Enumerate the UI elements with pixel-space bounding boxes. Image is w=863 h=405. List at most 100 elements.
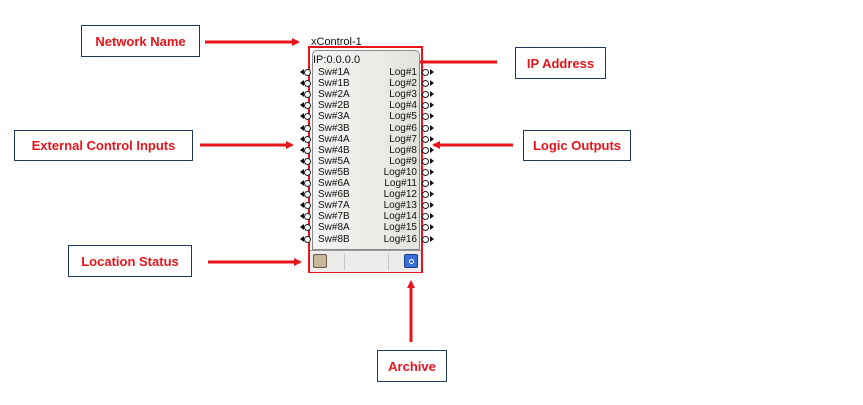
output-pin-icon[interactable] bbox=[422, 124, 429, 132]
output-pin-label: Log#2 bbox=[389, 78, 417, 90]
output-pin-row[interactable]: Log#13 bbox=[374, 200, 434, 211]
output-pin-row[interactable]: Log#16 bbox=[374, 234, 434, 245]
output-pin-icon[interactable] bbox=[422, 168, 429, 176]
output-pin-label: Log#4 bbox=[389, 100, 417, 112]
output-pin-label: Log#13 bbox=[383, 200, 417, 212]
output-pin-icon[interactable] bbox=[422, 69, 429, 76]
output-pin-row[interactable]: Log#6 bbox=[374, 123, 434, 134]
input-arrow-icon bbox=[300, 91, 304, 98]
input-pin-icon[interactable] bbox=[304, 191, 311, 199]
input-pin-label: Sw#5B bbox=[318, 166, 350, 178]
callout-network-name: Network Name bbox=[81, 25, 200, 57]
output-pin-label: Log#12 bbox=[383, 189, 417, 201]
output-pin-label: Log#10 bbox=[383, 166, 417, 178]
input-arrow-icon bbox=[300, 102, 304, 109]
input-arrow-icon bbox=[300, 124, 304, 131]
block-title: xControl-1 bbox=[311, 36, 362, 48]
input-pin-icon[interactable] bbox=[304, 202, 311, 210]
input-pin-label: Sw#1B bbox=[318, 78, 350, 90]
output-arrow-icon bbox=[430, 157, 434, 164]
output-arrow-icon bbox=[430, 180, 434, 186]
output-pin-label: Log#11 bbox=[384, 178, 417, 189]
input-arrow-icon bbox=[300, 135, 304, 142]
xcontrol-block[interactable] bbox=[312, 50, 420, 250]
callout-ip-address: IP Address bbox=[515, 47, 606, 79]
output-pin-row[interactable]: Log#15 bbox=[374, 222, 434, 233]
output-pin-label: Log#16 bbox=[383, 233, 417, 245]
output-pin-row[interactable]: Log#1 bbox=[374, 67, 434, 78]
input-pin-label: Sw#2A bbox=[318, 89, 350, 101]
output-pin-icon[interactable] bbox=[422, 191, 429, 199]
input-pin-label: Sw#3B bbox=[318, 122, 350, 134]
input-pin-label: Sw#8A bbox=[318, 222, 350, 234]
input-pin-label: Sw#6A bbox=[318, 178, 350, 189]
input-arrow-icon bbox=[300, 69, 304, 75]
output-pin-row[interactable]: Log#14 bbox=[374, 211, 434, 222]
output-pin-icon[interactable] bbox=[422, 213, 429, 221]
output-pin-label: Log#7 bbox=[389, 133, 417, 145]
output-arrow-icon bbox=[430, 168, 434, 175]
output-pin-icon[interactable] bbox=[422, 157, 429, 165]
output-pin-row[interactable]: Log#8 bbox=[374, 145, 434, 156]
output-pin-row[interactable]: Log#11 bbox=[374, 178, 434, 189]
output-pin-row[interactable]: Log#2 bbox=[374, 78, 434, 89]
output-pin-icon[interactable] bbox=[422, 224, 429, 232]
output-pin-label: Log#3 bbox=[389, 89, 417, 101]
input-arrow-icon bbox=[300, 146, 304, 153]
callout-external-control-inputs: External Control Inputs bbox=[14, 130, 193, 161]
input-pin-icon[interactable] bbox=[304, 213, 311, 221]
input-pin-icon[interactable] bbox=[304, 91, 311, 99]
output-arrow-icon bbox=[430, 146, 434, 153]
output-arrow-icon bbox=[430, 235, 434, 242]
output-pin-label: Log#1 bbox=[389, 67, 417, 78]
output-pin-label: Log#8 bbox=[389, 144, 417, 156]
output-pin-icon[interactable] bbox=[422, 80, 429, 88]
input-pin-label: Sw#5A bbox=[318, 155, 350, 167]
input-pin-icon[interactable] bbox=[304, 146, 311, 154]
output-arrow-icon bbox=[430, 69, 434, 75]
output-pin-icon[interactable] bbox=[422, 135, 429, 143]
input-pin-label: Sw#1A bbox=[318, 67, 350, 78]
output-arrow-icon bbox=[430, 213, 434, 220]
input-pin-icon[interactable] bbox=[304, 102, 311, 110]
input-pin-icon[interactable] bbox=[304, 135, 311, 143]
input-pin-icon[interactable] bbox=[304, 224, 311, 232]
output-pin-icon[interactable] bbox=[422, 113, 429, 121]
output-pin-row[interactable]: Log#7 bbox=[374, 134, 434, 145]
output-pin-row[interactable]: Log#3 bbox=[374, 89, 434, 100]
input-arrow-icon bbox=[300, 202, 304, 209]
output-arrow-icon bbox=[430, 102, 434, 109]
output-pin-row[interactable]: Log#12 bbox=[374, 189, 434, 200]
output-pin-row[interactable]: Log#5 bbox=[374, 111, 434, 122]
input-pin-icon[interactable] bbox=[304, 235, 311, 243]
output-pin-icon[interactable] bbox=[422, 146, 429, 154]
output-arrow-icon bbox=[430, 91, 434, 98]
output-arrow-icon bbox=[430, 135, 434, 142]
input-arrow-icon bbox=[300, 80, 304, 87]
output-pin-icon[interactable] bbox=[422, 235, 429, 243]
output-arrow-icon bbox=[430, 124, 434, 131]
input-pin-icon[interactable] bbox=[304, 180, 311, 187]
status-divider bbox=[344, 253, 345, 270]
location-status-icon[interactable] bbox=[313, 254, 327, 268]
input-pin-icon[interactable] bbox=[304, 168, 311, 176]
output-pin-icon[interactable] bbox=[422, 91, 429, 99]
input-pin-icon[interactable] bbox=[304, 69, 311, 76]
input-arrow-icon bbox=[300, 180, 304, 186]
archive-icon[interactable] bbox=[404, 254, 418, 268]
output-pin-row[interactable]: Log#9 bbox=[374, 156, 434, 167]
input-arrow-icon bbox=[300, 113, 304, 120]
output-pin-icon[interactable] bbox=[422, 202, 429, 210]
input-pin-icon[interactable] bbox=[304, 124, 311, 132]
output-pin-icon[interactable] bbox=[422, 180, 429, 187]
output-pin-icon[interactable] bbox=[422, 102, 429, 110]
input-pin-icon[interactable] bbox=[304, 157, 311, 165]
ip-address-label: IP:0.0.0.0 bbox=[313, 54, 361, 66]
output-arrow-icon bbox=[430, 202, 434, 209]
input-arrow-icon bbox=[300, 191, 304, 198]
input-pin-icon[interactable] bbox=[304, 113, 311, 121]
output-pin-row[interactable]: Log#10 bbox=[374, 167, 434, 178]
input-pin-icon[interactable] bbox=[304, 80, 311, 88]
input-arrow-icon bbox=[300, 224, 304, 231]
output-pin-row[interactable]: Log#4 bbox=[374, 100, 434, 111]
